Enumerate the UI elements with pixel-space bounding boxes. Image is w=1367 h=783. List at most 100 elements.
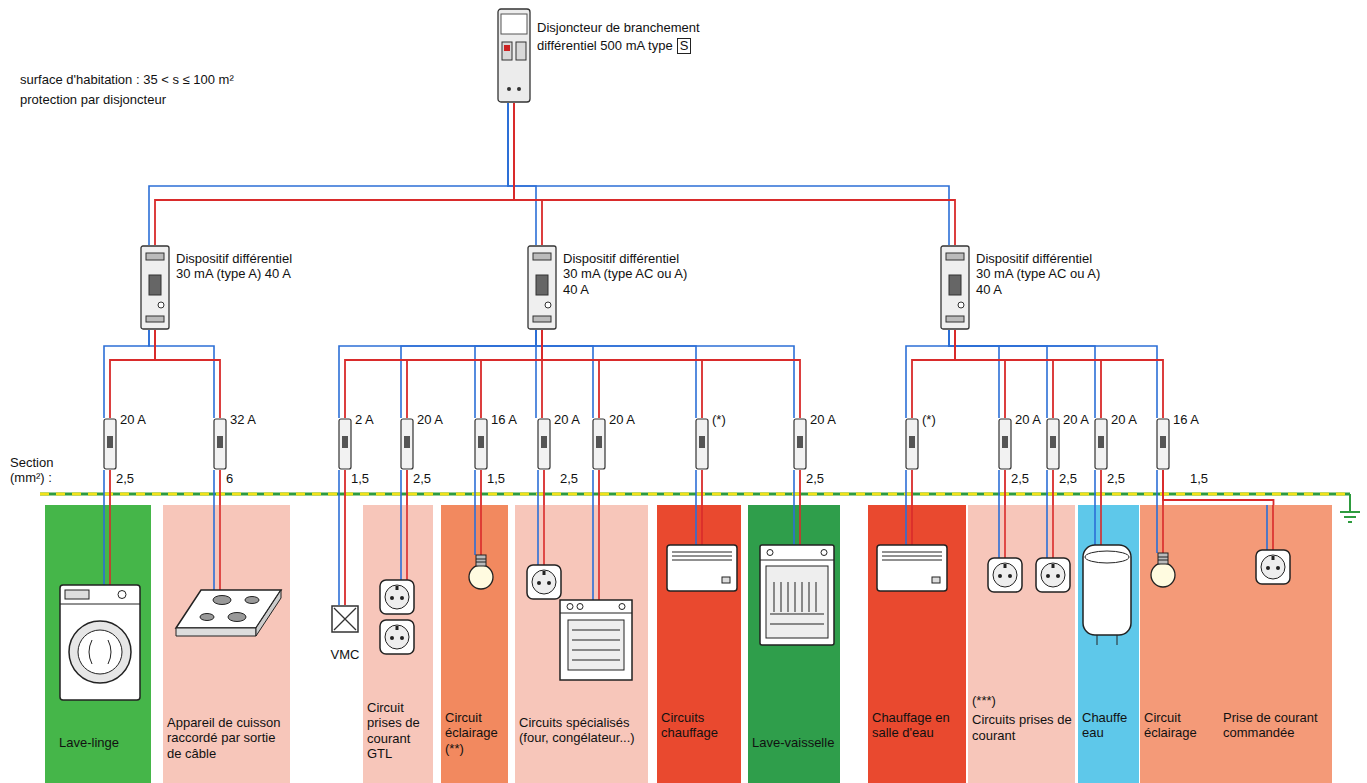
circuit-breaker-outline: [905, 418, 919, 470]
neutral-wire: [536, 330, 696, 418]
cooktop: [256, 590, 281, 636]
circuit-wire: [955, 330, 1053, 418]
earth-conductor: [40, 493, 1350, 496]
neutral-wire: [474, 470, 476, 505]
vmc-symbol-outline: [331, 605, 359, 633]
label-holder: 20 A: [417, 412, 443, 427]
differential-device-part: [946, 253, 964, 260]
differential-device-outline: [140, 245, 170, 330]
circuit-breaker: 20 A: [103, 418, 117, 470]
circuit-breaker-outline: [537, 418, 551, 470]
rating-label: 32 A: [230, 412, 256, 427]
circuit-breaker: 20 A: [998, 418, 1012, 470]
circuit-wire: [543, 470, 545, 505]
neutral-wire: [338, 470, 340, 605]
differential-device-part: [146, 316, 164, 322]
circuit-breaker: 20 A: [1046, 418, 1060, 470]
main-breaker-part: [516, 42, 526, 60]
neutral-wire: [400, 470, 402, 505]
oven: [560, 600, 632, 680]
vmc-symbol-part: [334, 608, 356, 630]
circuit-wire: [542, 330, 599, 418]
circuit-breaker-part: [339, 419, 351, 469]
differential-device-part: [545, 302, 551, 308]
neutral-wire: [949, 330, 1157, 418]
circuit-breaker-part: [1157, 419, 1169, 469]
circuit-panel: Circuit éclairage: [1140, 505, 1215, 783]
neutral-wire: [213, 470, 215, 505]
washing-machine: [89, 640, 111, 664]
differential-device: Dispositif différentiel 30 mA (type AC o…: [527, 245, 557, 330]
circuit-breaker-part: [1002, 436, 1008, 448]
circuit-label: Circuit éclairage (**): [445, 710, 505, 756]
neutral-wire: [592, 470, 594, 505]
circuit-breaker: 32 A: [213, 418, 227, 470]
neutral-wire: [949, 330, 999, 418]
circuit-breaker-outline: [103, 418, 117, 470]
circuit-wire: [1004, 470, 1006, 505]
differential-device: Dispositif différentiel 30 mA (type A) 4…: [140, 245, 170, 330]
panel-fill: [868, 505, 966, 783]
main-breaker: Disjoncteur de branchement différentiel …: [497, 8, 531, 103]
earth-symbol: [1340, 511, 1360, 513]
note-text: surface d'habitation : 35 < s ≤ 100 m²: [20, 72, 234, 87]
circuit-breaker: (*): [905, 418, 919, 470]
differential-device-part: [946, 316, 964, 322]
circuit-wire: [514, 103, 955, 245]
label-holder: 16 A: [1173, 412, 1199, 427]
label-holder: Dispositif différentiel 30 mA (type AC o…: [976, 251, 1106, 297]
circuit-wire: [480, 470, 482, 505]
rating-label: 20 A: [1015, 412, 1041, 427]
dishwasher: [767, 550, 773, 556]
washing-machine: [78, 630, 122, 674]
label-holder: 20 A: [1063, 412, 1089, 427]
neutral-wire: [339, 330, 536, 418]
dishwasher: [760, 560, 834, 561]
circuit-breaker: 16 A: [474, 418, 488, 470]
neutral-wire: [508, 103, 536, 245]
neutral-wire: [905, 470, 907, 505]
differential-device-part: [146, 253, 164, 260]
rating-label: 16 A: [1173, 412, 1199, 427]
circuit-wire: [542, 330, 800, 418]
circuit-breaker-part: [1098, 436, 1104, 448]
label-holder: 16 A: [491, 412, 517, 427]
section-value: 2,5: [1011, 471, 1029, 486]
panel-fill: [45, 505, 1332, 783]
circuit-wire: [912, 330, 955, 418]
earth-symbol: [1349, 494, 1351, 512]
circuit-breaker-part: [596, 436, 602, 448]
circuit-panel: Chauffage en salle d'eau: [868, 505, 966, 783]
earth-symbol: [1348, 521, 1352, 523]
panel-fill: [515, 505, 648, 783]
label-holder: Disjoncteur de branchement différentiel …: [537, 18, 722, 54]
label-holder: 20 A: [810, 412, 836, 427]
circuit-panel: Circuit prises de courant GTL: [363, 505, 433, 783]
oven: [560, 600, 632, 680]
circuit-breaker: 20 A: [400, 418, 414, 470]
label-holder: 20 A: [554, 412, 580, 427]
circuit-label: Prise de courant commandée: [1223, 710, 1329, 741]
circuit-breaker-part: [999, 419, 1011, 469]
water-heater: [1097, 635, 1098, 645]
circuit-wire: [1163, 470, 1274, 505]
circuit-wire: [955, 330, 1101, 418]
oven: [572, 660, 620, 661]
oven: [567, 604, 573, 610]
circuit-panel: Circuit éclairage (**): [441, 505, 508, 783]
panel-fill: [657, 505, 741, 783]
circuit-wire: [344, 470, 346, 605]
circuit-wire: [955, 330, 1163, 418]
neutral-wires: [104, 103, 1157, 605]
main-breaker-outline: [497, 8, 531, 103]
circuit-breaker-part: [797, 436, 803, 448]
circuit-panel: Circuits chauffage: [657, 505, 741, 783]
main-breaker-part: [498, 9, 530, 102]
circuit-wire: [911, 470, 913, 505]
label-holder: VMC: [315, 647, 375, 662]
circuit-breaker: 2 A: [338, 418, 352, 470]
dishwasher: [821, 550, 827, 556]
cooktop: [213, 596, 231, 605]
